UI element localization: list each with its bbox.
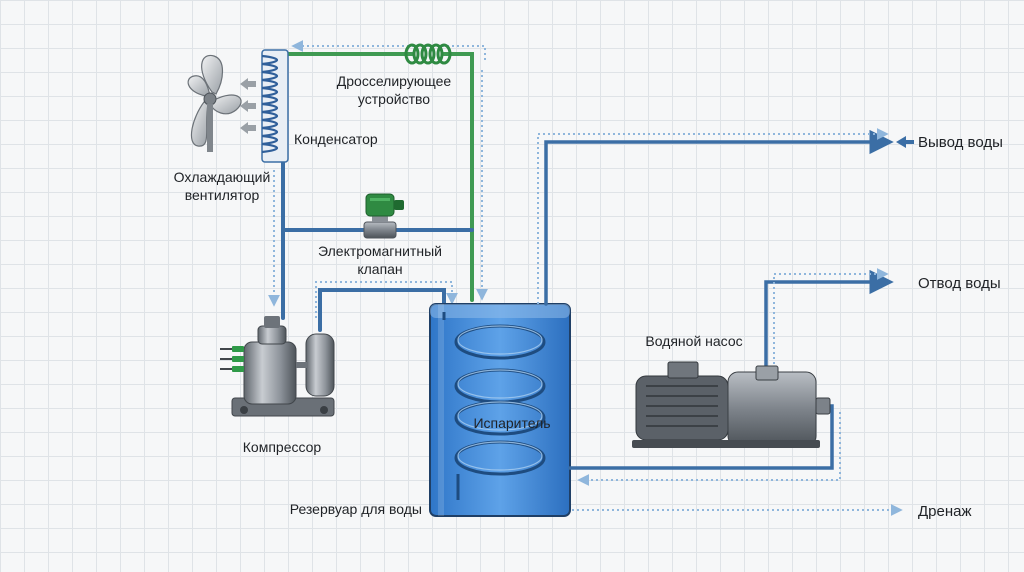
water-out-label: Вывод воды bbox=[918, 134, 1003, 151]
condenser-label: Конденсатор bbox=[294, 131, 378, 147]
pipe-compressor-evaporator bbox=[318, 288, 446, 332]
flow-arrow-water-discharge bbox=[773, 268, 889, 364]
flow-arrows bbox=[268, 40, 488, 318]
flow-arrow-pump-return bbox=[577, 412, 841, 486]
flow-arrow-suction bbox=[315, 281, 458, 318]
throttle-coil bbox=[404, 43, 452, 65]
water-flow-arrows bbox=[537, 128, 903, 516]
water-discharge-label: Отвод воды bbox=[918, 275, 1001, 292]
water-pump-icon bbox=[632, 361, 831, 448]
label-arrow-icons bbox=[896, 136, 914, 148]
solenoid-valve-icon bbox=[363, 193, 404, 239]
fan-icon bbox=[187, 54, 242, 152]
condenser-fins bbox=[261, 54, 279, 154]
solenoid-label-line1: Электромагнитный bbox=[318, 243, 442, 259]
airflow-arrows-icon bbox=[240, 78, 256, 134]
throttle-label-line2: устройство bbox=[358, 91, 430, 107]
throttle-label-line1: Дросселирующее bbox=[337, 73, 452, 89]
pump-label: Водяной насос bbox=[645, 333, 742, 349]
pipe-water-out bbox=[544, 129, 894, 306]
fan-label-line2: вентилятор bbox=[185, 187, 260, 203]
refrigerant-pipes bbox=[280, 52, 474, 332]
flow-arrow-water-out bbox=[537, 128, 889, 304]
tank-label: Резервуар для воды bbox=[290, 501, 422, 517]
evaporator-coil-highlight bbox=[457, 325, 543, 471]
compressor-icon bbox=[220, 316, 335, 417]
fan-label-line1: Охлаждающий bbox=[174, 169, 271, 185]
solenoid-label-line2: клапан bbox=[357, 261, 402, 277]
arrow-left-icon bbox=[896, 136, 914, 148]
condenser bbox=[261, 49, 289, 163]
compressor-label: Компрессор bbox=[243, 439, 322, 455]
evaporator-label: Испаритель bbox=[473, 415, 550, 431]
pipe-throttle-evaporator bbox=[442, 52, 474, 302]
pipe-water-discharge bbox=[764, 269, 894, 372]
flow-arrow-top bbox=[291, 40, 486, 60]
water-tank bbox=[429, 303, 571, 517]
drain-label: Дренаж bbox=[918, 503, 972, 520]
